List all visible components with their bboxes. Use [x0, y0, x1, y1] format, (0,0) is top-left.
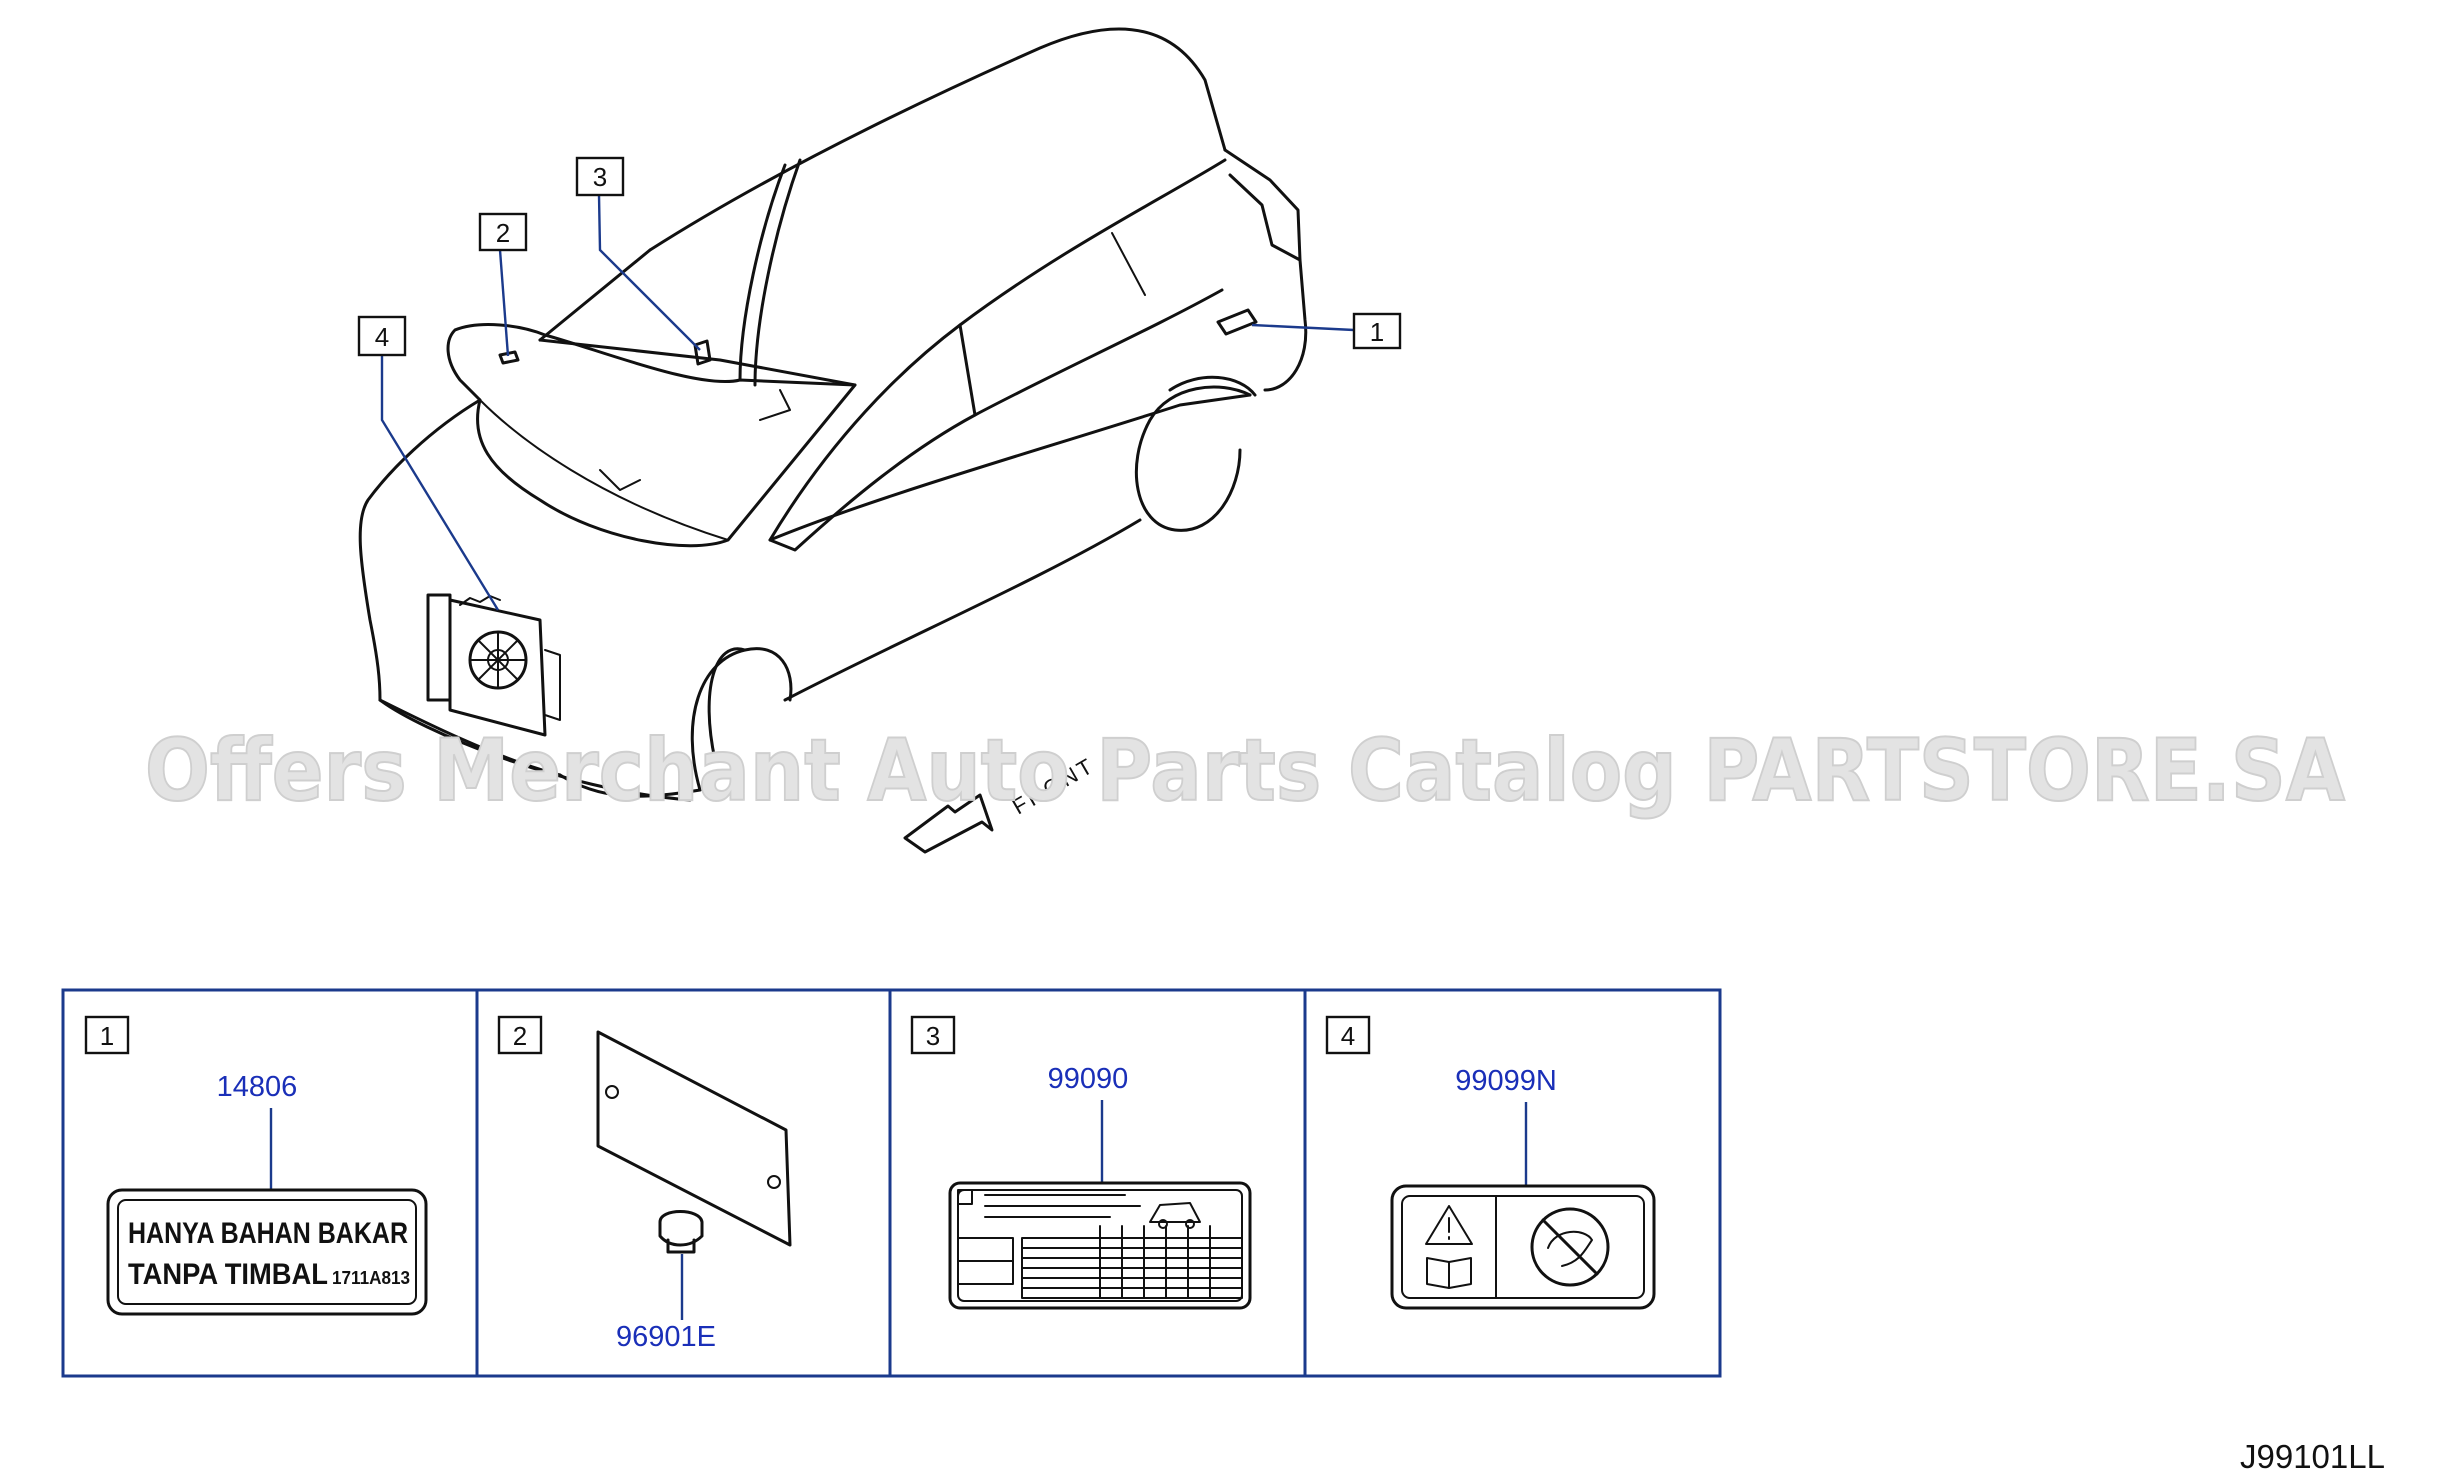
- clip-96901e-icon: [658, 1210, 704, 1254]
- svg-text:1: 1: [100, 1021, 114, 1051]
- label-text-line-1: HANYA BAHAN BAKAR: [128, 1217, 408, 1250]
- warning-triangle-icon: [1425, 1205, 1473, 1245]
- watermark: Offers Merchant Auto Parts Catalog PARTS…: [145, 721, 2345, 821]
- prohibited-sign-icon: [1530, 1207, 1610, 1287]
- label-text-line-2: TANPA TIMBAL: [128, 1258, 328, 1291]
- svg-text:2: 2: [496, 218, 510, 248]
- insulator-sheet: [596, 1030, 792, 1247]
- svg-text:3: 3: [926, 1021, 940, 1051]
- panel-2: 2 96901E: [497, 1015, 792, 1353]
- callout-3: 3: [575, 156, 625, 197]
- part-number-14806[interactable]: 14806: [217, 1071, 298, 1103]
- svg-text:3: 3: [593, 162, 607, 192]
- callout-1: 1: [1352, 312, 1402, 350]
- part-number-99090[interactable]: 99090: [1048, 1063, 1129, 1095]
- car-icon: [1149, 1202, 1201, 1223]
- part-number-96901e[interactable]: 96901E: [616, 1321, 716, 1353]
- svg-text:4: 4: [1341, 1021, 1355, 1051]
- callout-4-leader: [380, 355, 500, 611]
- callout-1-leader: [1251, 323, 1355, 332]
- manual-book-icon: [1426, 1257, 1472, 1289]
- svg-text:2: 2: [513, 1021, 527, 1051]
- parts-table: [61, 988, 1722, 1378]
- callout-2-leader: [498, 249, 510, 357]
- callout-4: 4: [357, 315, 407, 357]
- panel-3: 3 99090: [910, 1015, 1252, 1310]
- panel-4: 4 99099N: [1325, 1015, 1656, 1310]
- label-code: 1711A813: [332, 1268, 410, 1288]
- callout-3-leader: [597, 194, 701, 351]
- svg-text:1: 1: [1370, 317, 1384, 347]
- panel-1: 1 14806 HANYA BAHAN BAKAR TANPA TIMBAL 1…: [84, 1015, 428, 1316]
- callout-2: 2: [478, 212, 528, 252]
- diagram-reference: J99101LL: [2240, 1438, 2385, 1475]
- svg-text:4: 4: [375, 322, 389, 352]
- part-number-99099n[interactable]: 99099N: [1455, 1065, 1557, 1097]
